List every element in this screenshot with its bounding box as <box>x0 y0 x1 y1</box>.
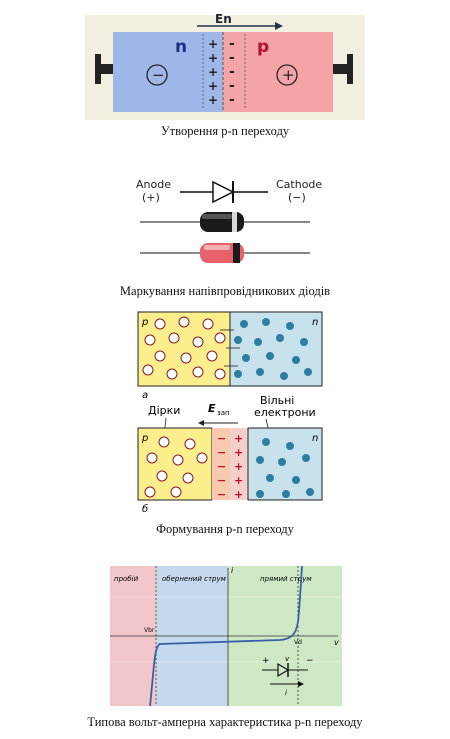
positive-ions-column: +++++ <box>208 37 218 107</box>
panel-a-diffusion-arrows <box>220 329 240 367</box>
inset-plus: + <box>262 656 270 666</box>
left-contact-plate <box>95 54 101 84</box>
panel-b-positive-layer <box>230 428 248 500</box>
zone-breakdown-label: пробій <box>114 575 139 583</box>
svg-text:-: - <box>229 78 235 94</box>
caption-iv-characteristic: Типова вольт-амперна характеристика p-n … <box>87 715 363 729</box>
svg-text:+: + <box>208 65 218 79</box>
svg-text:+: + <box>208 37 218 51</box>
svg-text:-: - <box>229 50 235 66</box>
panel-a-n-label: n <box>312 317 318 328</box>
anode-label: Anode <box>136 178 171 191</box>
svg-text:−: − <box>217 432 226 445</box>
svg-text:+: + <box>208 93 218 107</box>
pn-formation-process-figure: p n а Дірки E зап Вільні електрони <box>120 308 330 518</box>
caption-pn-formation: Утворення p-n переходу <box>160 124 290 138</box>
panel-b-positive-ions: +++++ <box>234 432 243 501</box>
iv-characteristic-figure: пробій обернений струм прямий струм i v … <box>110 562 342 710</box>
inset-diode-triangle <box>277 662 290 678</box>
panel-b-negative-ions: −−−−− <box>217 432 226 501</box>
inset-minus: − <box>306 656 314 666</box>
pn-junction-formation-svg: En +++++ ----- n p − + <box>85 12 365 120</box>
pn-formation-process-svg: p n а Дірки E зап Вільні електрони <box>137 311 323 515</box>
svg-text:−: − <box>217 488 226 501</box>
panel-a-electrons <box>234 318 312 380</box>
field-label: En <box>215 12 232 26</box>
electrons-label-1: Вільні <box>260 394 294 407</box>
grid-lines <box>110 596 342 663</box>
diode-symbol-triangle <box>212 180 235 204</box>
diode-marking-svg: Anode (+) Cathode (−) <box>136 178 322 263</box>
panel-a-holes <box>142 316 226 380</box>
n-label: n <box>175 37 187 57</box>
svg-text:−: − <box>217 446 226 459</box>
panel-b-electrons <box>256 438 314 498</box>
caption-diode-marking: Маркування напівпровідникових діодів <box>119 284 331 298</box>
p-sign-circle <box>276 64 298 86</box>
anode-sign: (+) <box>142 191 160 204</box>
iv-characteristic-svg: пробій обернений струм прямий струм i v … <box>110 565 342 707</box>
panel-b-negative-layer <box>212 428 230 500</box>
svg-text:+: + <box>234 474 243 487</box>
inset-current-arrow-head <box>298 681 304 687</box>
panel-b-n-label: n <box>312 433 318 444</box>
axis-i-label: i <box>231 566 234 575</box>
zone-forward-label: прямий струм <box>260 575 312 583</box>
svg-text:−: − <box>217 474 226 487</box>
field-label-b: E <box>208 402 216 415</box>
svg-text:+: + <box>234 460 243 473</box>
svg-text:−: − <box>217 460 226 473</box>
inset-i: i <box>285 689 287 697</box>
n-sign: − <box>152 66 165 84</box>
right-contact <box>333 64 347 74</box>
svg-text:+: + <box>234 446 243 459</box>
right-contact-plate <box>347 54 353 84</box>
panel-b-tag: б <box>142 503 148 515</box>
svg-text:-: - <box>229 64 235 80</box>
diode-marking-figure: Anode (+) Cathode (−) <box>120 170 330 280</box>
svg-text:-: - <box>229 92 235 108</box>
panel-b-p-label: p <box>141 433 148 444</box>
p-sign: + <box>282 66 295 84</box>
svg-text:-: - <box>229 36 235 52</box>
p-label: p <box>257 37 269 57</box>
red-diode-band <box>233 243 240 263</box>
iv-curve <box>149 565 303 707</box>
axis-v-label: v <box>334 638 339 647</box>
pn-junction-formation-figure: En +++++ ----- n p − + <box>85 10 365 120</box>
inset-v: v <box>285 655 290 663</box>
caption-pn-process: Формування p-n переходу <box>156 522 294 536</box>
black-diode-highlight <box>202 214 232 219</box>
svg-text:+: + <box>208 79 218 93</box>
n-sign-circle <box>146 64 168 86</box>
electrons-label-2: електрони <box>254 406 316 419</box>
svg-text:+: + <box>208 51 218 65</box>
field-arrow-b-head <box>198 420 204 426</box>
cathode-label: Cathode <box>276 178 322 191</box>
field-sub-b: зап <box>217 409 230 417</box>
black-diode-band <box>232 212 237 232</box>
cathode-sign: (−) <box>288 191 306 204</box>
panel-b-holes <box>144 436 208 498</box>
svg-text:+: + <box>234 488 243 501</box>
svg-text:+: + <box>234 432 243 445</box>
vd-label: Vd <box>294 639 302 646</box>
n-region <box>113 32 223 112</box>
vbr-label: Vbr <box>144 627 155 634</box>
holes-label: Дірки <box>148 404 180 417</box>
panel-a-p-label: p <box>141 317 148 328</box>
zone-reverse-label: обернений струм <box>162 575 227 583</box>
panel-a-tag: а <box>142 390 148 401</box>
field-arrow-head <box>275 22 283 30</box>
negative-ions-column: ----- <box>229 36 235 108</box>
red-diode-highlight <box>204 245 230 250</box>
left-contact <box>99 64 113 74</box>
